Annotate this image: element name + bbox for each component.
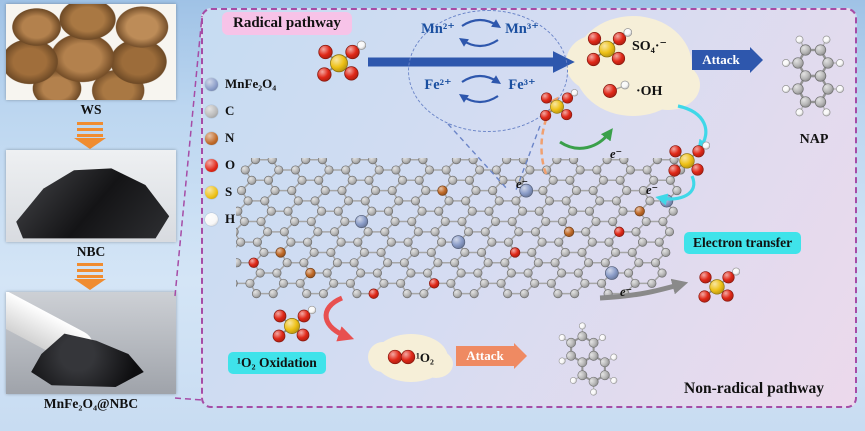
legend-item: MnFe₂O₄ bbox=[205, 76, 276, 92]
legend-item: N bbox=[205, 130, 234, 146]
electron-transfer-label: Electron transfer bbox=[684, 232, 802, 254]
walnut-shells-photo bbox=[6, 4, 176, 100]
atom-swatch-h bbox=[205, 212, 218, 226]
legend-item: H bbox=[205, 211, 235, 227]
attack-label: Attack bbox=[702, 52, 740, 67]
sample-label-nbc: NBC bbox=[76, 244, 106, 259]
sulfate-radical-molecule bbox=[582, 22, 632, 72]
legend-item-label: O bbox=[225, 157, 236, 172]
non-radical-pathway-label: Non-radical pathway bbox=[684, 380, 824, 397]
singlet-oxygen-molecule bbox=[384, 346, 420, 368]
atom-swatch-c bbox=[205, 104, 218, 118]
nap-label: NAP bbox=[799, 132, 829, 147]
so4-radical-label: SO₄·⁻ bbox=[632, 39, 667, 54]
legend-item: S bbox=[205, 184, 232, 200]
process-arrow-head bbox=[74, 138, 106, 149]
sulfate-molecule bbox=[536, 84, 578, 126]
sulfate-molecule bbox=[664, 136, 710, 182]
hydroxyl-molecule bbox=[598, 76, 634, 104]
process-arrow-head bbox=[74, 279, 106, 290]
electron-label: e⁻ bbox=[646, 183, 659, 197]
process-arrow-stripes bbox=[77, 122, 103, 138]
legend-item-label: S bbox=[225, 184, 233, 199]
atom-swatch-n bbox=[205, 131, 218, 145]
sulfate-molecule bbox=[268, 300, 316, 348]
atom-swatch-mnfe2o4 bbox=[205, 77, 218, 91]
atom-swatch-s bbox=[205, 185, 218, 199]
oh-radical-label: ·OH bbox=[636, 84, 663, 99]
sulfate-molecule bbox=[694, 262, 740, 308]
radical-pathway-label: Radical pathway bbox=[222, 12, 352, 35]
fe2-label: Fe²⁺ bbox=[424, 77, 452, 93]
persulfate-molecule bbox=[312, 34, 366, 88]
legend-item-label: H bbox=[225, 211, 236, 226]
sample-label-mnfe2o4-nbc: MnFe₂O₄@NBC bbox=[43, 396, 139, 411]
mn3-label: Mn³⁺ bbox=[505, 21, 539, 37]
mnfe2o4-nbc-photo bbox=[6, 292, 176, 394]
nbc-powder-photo bbox=[6, 150, 176, 242]
legend-item: C bbox=[205, 103, 234, 119]
attack-arrow-radical: Attack bbox=[692, 50, 750, 70]
attack-label: Attack bbox=[466, 348, 504, 363]
electron-label: e⁻ bbox=[620, 285, 633, 299]
legend-item-label: N bbox=[225, 130, 235, 145]
naphthalene-molecule-top bbox=[766, 22, 860, 130]
process-arrow-stripes bbox=[77, 263, 103, 279]
nbc-powder-shape bbox=[16, 168, 170, 239]
fe3-label: Fe³⁺ bbox=[508, 77, 536, 93]
legend-item-label: MnFe₂O₄ bbox=[225, 76, 277, 91]
attack-arrow-nonradical: Attack bbox=[456, 346, 514, 366]
atom-swatch-o bbox=[205, 158, 218, 172]
sample-label-ws: WS bbox=[80, 102, 102, 117]
legend-item-label: C bbox=[225, 103, 235, 118]
electron-label: e⁻ bbox=[516, 177, 529, 191]
redox-cycle-ellipse bbox=[408, 10, 568, 132]
naphthalene-molecule-bottom bbox=[540, 314, 636, 404]
singlet-o2-label: ¹O₂ bbox=[416, 350, 434, 365]
graphene-sheet bbox=[236, 158, 706, 308]
electron-label: e⁻ bbox=[610, 147, 623, 161]
mn2-label: Mn²⁺ bbox=[421, 21, 455, 37]
singlet-oxidation-label: ¹O₂ Oxidation bbox=[228, 352, 326, 374]
legend-item: O bbox=[205, 157, 235, 173]
